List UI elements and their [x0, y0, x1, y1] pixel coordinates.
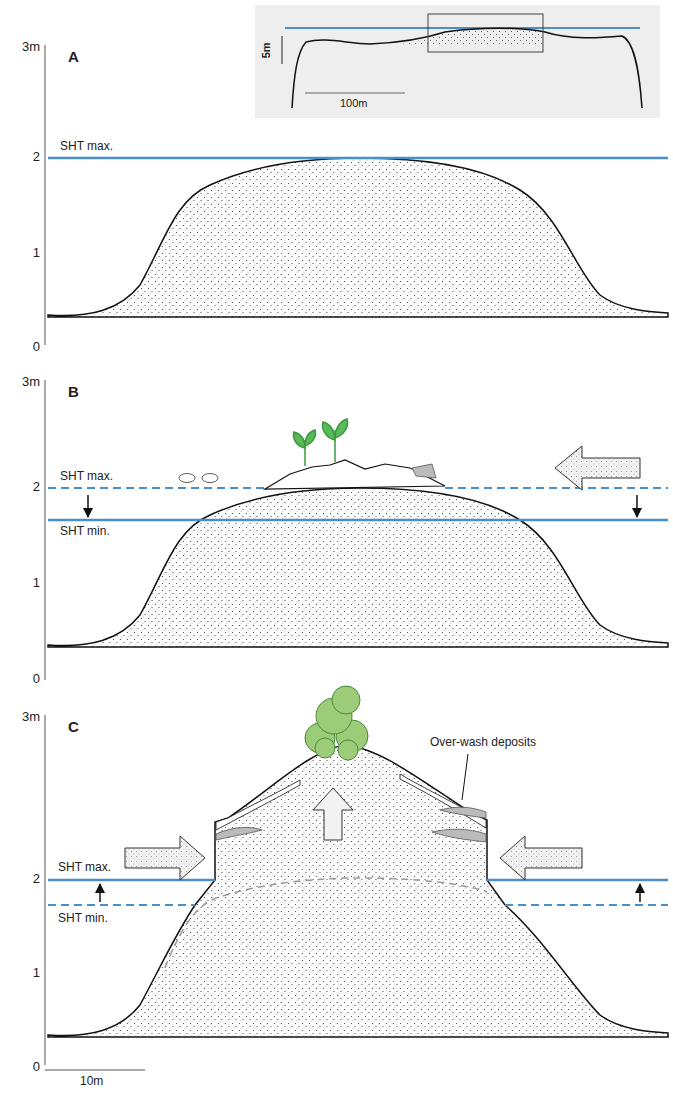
water-level-label: SHT max.	[58, 861, 111, 875]
panel-b	[45, 380, 668, 680]
axis-tick: 3m	[22, 375, 40, 390]
axis-tick: 2	[33, 480, 40, 495]
axis-tick: 1	[33, 576, 40, 591]
panel-letter: B	[68, 383, 79, 400]
scale-label: 100m	[340, 97, 368, 110]
panel-letter: A	[68, 48, 79, 65]
water-level-label: SHT max.	[60, 140, 113, 154]
panel-a	[45, 45, 668, 345]
axis-tick: 3m	[22, 710, 40, 725]
water-level-label: SHT min.	[60, 525, 110, 539]
axis-tick: 3m	[22, 40, 40, 55]
water-level-label: SHT max.	[60, 470, 113, 484]
axis-tick: 2	[33, 150, 40, 165]
callout-label: Over-wash deposits	[430, 736, 536, 750]
axis-tick: 0	[33, 1060, 40, 1075]
axis-tick: 0	[33, 340, 40, 355]
axis-tick: 0	[33, 672, 40, 687]
panel-c	[45, 686, 668, 1070]
scale-label: 10m	[80, 1075, 103, 1089]
inset-map	[255, 5, 660, 118]
axis-tick: 1	[33, 966, 40, 981]
axis-tick: 2	[33, 872, 40, 887]
panel-letter: C	[68, 718, 79, 735]
scale-label: 5m	[260, 42, 273, 58]
axis-tick: 1	[33, 246, 40, 261]
water-level-label: SHT min.	[58, 912, 108, 926]
